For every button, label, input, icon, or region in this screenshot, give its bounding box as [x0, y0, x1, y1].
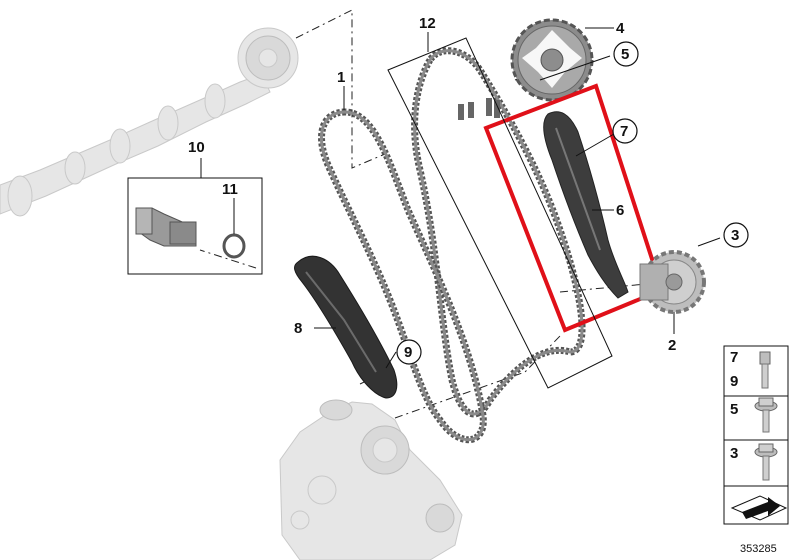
callout-8: 8 [294, 320, 302, 337]
guide-rail-8 [294, 255, 398, 399]
legend-row3-label: 3 [730, 445, 738, 462]
stud-bolt-icon [759, 351, 771, 389]
frame-12 [387, 37, 613, 389]
sprocket-4 [510, 18, 594, 102]
callout-3: 3 [731, 227, 739, 244]
leader-lines [314, 27, 721, 369]
legend-row1-label-a: 7 [730, 349, 738, 366]
callout-12: 12 [419, 15, 436, 32]
tensioner-rail-6 [543, 111, 629, 299]
diagram-id: 353285 [740, 543, 777, 555]
callout-4: 4 [616, 20, 625, 37]
arrow-sheet-icon [730, 495, 788, 521]
chain-links [458, 98, 500, 120]
legend-row1-label-b: 9 [730, 373, 738, 390]
circled-callouts: 5 7 3 9 [396, 41, 749, 365]
hex-bolt-icon [754, 443, 778, 481]
camshaft-ghost [0, 27, 299, 217]
chain-1 [318, 108, 487, 444]
callout-10: 10 [188, 139, 205, 156]
callouts: 1 12 4 6 2 8 10 11 [188, 15, 676, 354]
callout-6: 6 [616, 202, 624, 219]
callout-9: 9 [404, 344, 412, 361]
flange-bolt-icon [754, 397, 778, 433]
box-10 [127, 158, 263, 275]
hardware-legend: 7 9 5 3 [723, 345, 789, 525]
callout-7: 7 [620, 123, 628, 140]
crank-sprocket-3 [639, 250, 706, 314]
legend-row2-label: 5 [730, 401, 738, 418]
callout-11: 11 [222, 181, 238, 198]
callout-5: 5 [621, 46, 629, 63]
callout-1: 1 [337, 69, 345, 86]
pump-ghost [279, 399, 463, 560]
callout-2: 2 [668, 337, 676, 354]
